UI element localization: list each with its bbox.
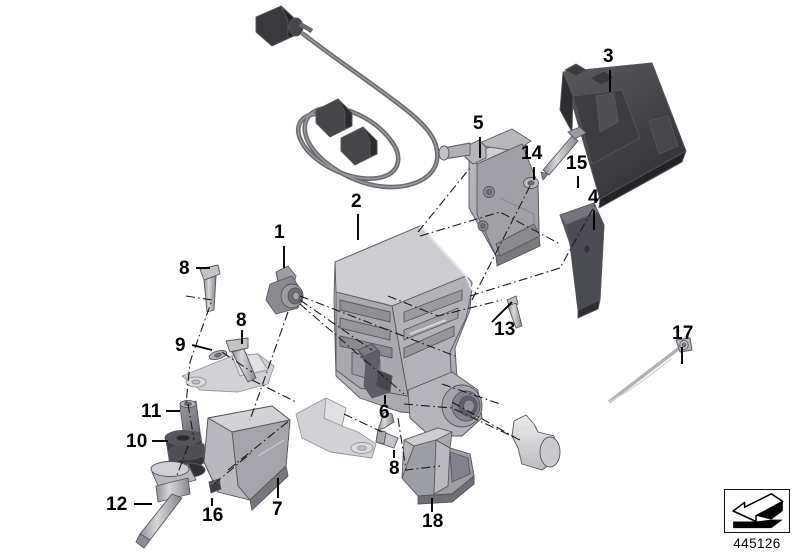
callout-7: 7 <box>272 499 283 520</box>
callout-13: 13 <box>494 319 516 340</box>
part-17-cable-tie <box>607 337 693 404</box>
callout-9: 9 <box>175 335 186 356</box>
callout-5: 5 <box>473 113 484 134</box>
part-7-side-cover-panel <box>203 405 291 511</box>
part-2-navigation-holder-housing <box>333 225 483 437</box>
part-3-back-plate-cradle <box>559 62 687 209</box>
part-6-retaining-clip <box>357 343 393 399</box>
part-cable-assembly <box>255 5 440 190</box>
callout-18: 18 <box>422 511 444 532</box>
mounting-direction-arrow-icon <box>732 493 784 529</box>
callout-8b: 8 <box>236 310 247 331</box>
part-12-threaded-stud-bolt <box>135 461 197 549</box>
part-16-rubber-stop-pad <box>208 478 222 494</box>
callout-6: 6 <box>379 402 390 423</box>
callout-4: 4 <box>588 187 599 208</box>
part-14-flat-washer <box>523 177 539 189</box>
callout-11: 11 <box>141 401 162 422</box>
part-4-angle-bracket <box>559 202 605 319</box>
callout-10: 10 <box>126 431 148 452</box>
callout-16: 16 <box>202 505 224 526</box>
part-bracket-lower <box>295 397 377 459</box>
part-8b-fastening-screw <box>225 337 257 383</box>
callout-8c: 8 <box>389 458 400 479</box>
callout-14: 14 <box>521 143 543 164</box>
diagram-number: 445126 <box>733 536 781 551</box>
part-15-hex-socket-bolt <box>540 126 587 181</box>
callout-1: 1 <box>274 222 285 243</box>
part-5-mounting-base-bracket <box>438 128 541 267</box>
mounting-direction-icon-box <box>724 489 790 533</box>
callout-2: 2 <box>351 191 362 212</box>
callout-15: 15 <box>566 153 588 174</box>
callout-17: 17 <box>672 323 694 344</box>
part-1-pivot-bushing <box>265 265 304 315</box>
callout-3: 3 <box>603 46 614 67</box>
part-18-clamp-shell <box>401 427 475 505</box>
callout-8a: 8 <box>179 258 190 279</box>
part-8c-fastening-screw <box>375 411 399 449</box>
part-protective-plug-cap <box>511 414 561 471</box>
callout-12: 12 <box>106 494 128 515</box>
